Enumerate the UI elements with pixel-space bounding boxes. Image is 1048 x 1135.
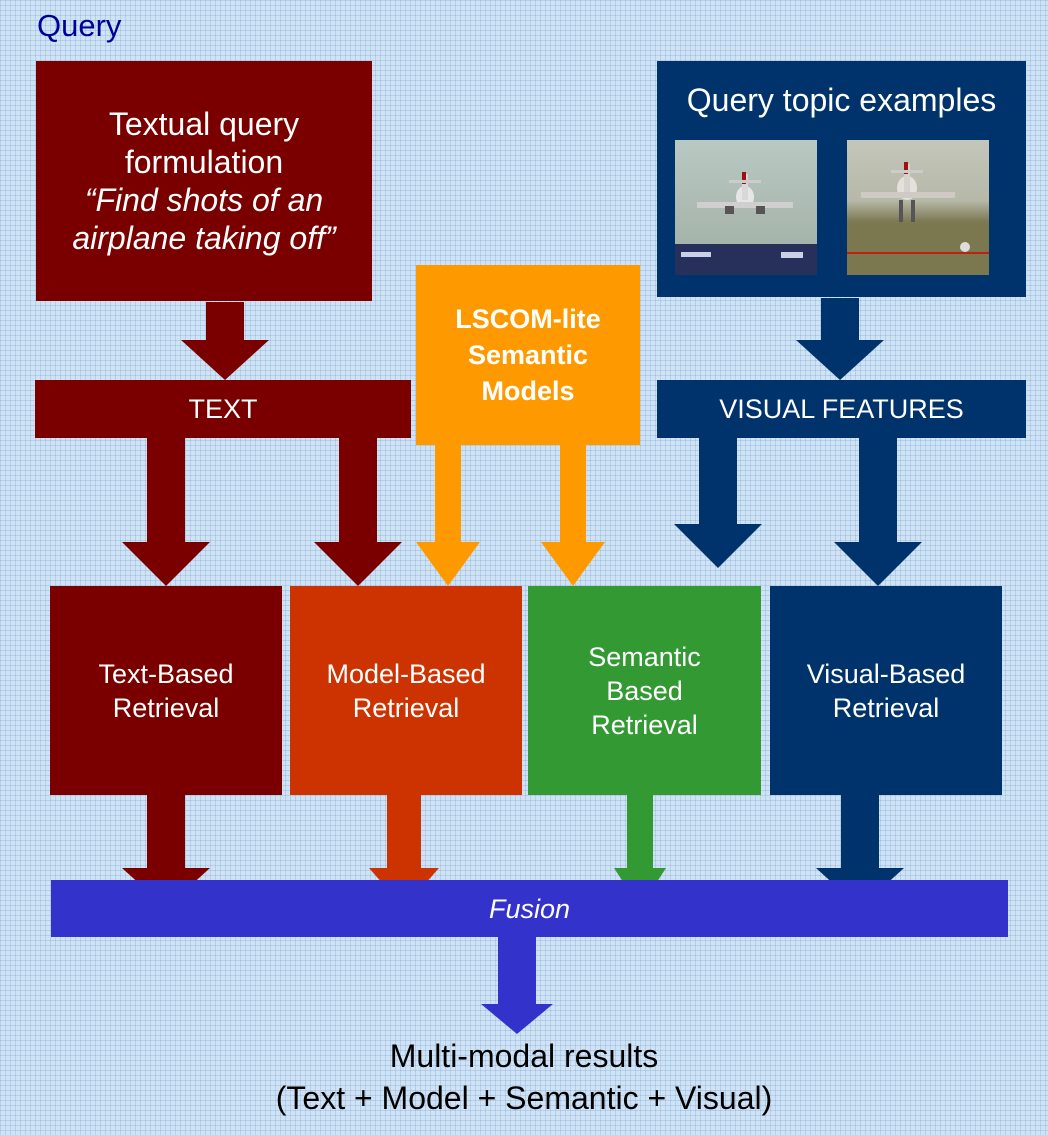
textual-query-title-1: Textual query: [108, 106, 300, 142]
results-line-1: Multi-modal results: [389, 1038, 659, 1074]
arrow-query-to-text: [181, 302, 269, 380]
textual-query-box: Textual query formulation “Find shots of…: [36, 61, 372, 301]
airplane-icon: [847, 162, 989, 275]
visual-features-bar: VISUAL FEATURES: [657, 380, 1026, 438]
semantic-based-retrieval-box: Semantic Based Retrieval: [528, 586, 761, 795]
query-quote-1: “Find shots of an: [84, 182, 324, 218]
arrow-visual-retrieval-to-fusion: [816, 795, 904, 908]
visual-based-retrieval-box: Visual-Based Retrieval: [770, 586, 1002, 795]
textual-query-title-2: formulation: [124, 144, 284, 180]
text-retrieval-line-1: Text-Based: [98, 658, 234, 689]
text-retrieval-line-2: Retrieval: [112, 692, 220, 723]
arrow-text-retrieval-to-fusion: [122, 795, 210, 908]
visual-retrieval-line-1: Visual-Based: [806, 658, 966, 689]
results-line-2: (Text + Model + Semantic + Visual): [275, 1080, 773, 1116]
arrow-text-to-text-retrieval: [122, 438, 210, 586]
fusion-bar: Fusion: [51, 880, 1008, 937]
model-based-retrieval-box: Model-Based Retrieval: [290, 586, 522, 795]
query-label: Query: [37, 8, 122, 43]
semantic-retrieval-line-1: Semantic: [588, 641, 701, 672]
arrow-visual-to-semantic-retrieval: [674, 438, 762, 568]
text-features-bar: TEXT: [35, 380, 411, 438]
arrow-models-to-semantic-retrieval: [541, 445, 605, 586]
visual-retrieval-line-2: Retrieval: [832, 692, 940, 723]
semantic-retrieval-line-2: Based: [606, 675, 683, 706]
arrow-semantic-retrieval-to-fusion: [614, 795, 666, 908]
topic-examples-box: Query topic examples: [657, 61, 1026, 297]
topic-examples-title: Query topic examples: [686, 82, 997, 118]
arrow-examples-to-visual: [796, 298, 884, 380]
model-retrieval-line-1: Model-Based: [326, 658, 486, 689]
arrow-text-to-model-retrieval: [314, 438, 402, 586]
arrow-models-to-model-retrieval: [416, 445, 480, 586]
semantic-models-line-1: LSCOM-lite: [455, 304, 601, 334]
model-retrieval-line-2: Retrieval: [352, 692, 460, 723]
airplane-frame-1: [675, 140, 817, 275]
semantic-models-line-2: Semantic: [467, 340, 589, 370]
airplane-frame-2: [847, 140, 989, 275]
semantic-models-line-3: Models: [481, 376, 575, 406]
arrow-model-retrieval-to-fusion: [369, 795, 439, 908]
semantic-models-box: LSCOM-lite Semantic Models: [416, 265, 640, 445]
results-caption: Multi-modal results (Text + Model + Sema…: [0, 1035, 1048, 1119]
arrow-fusion-to-results: [481, 937, 553, 1034]
arrow-visual-to-visual-retrieval: [834, 438, 922, 586]
semantic-retrieval-line-3: Retrieval: [591, 709, 698, 740]
text-based-retrieval-box: Text-Based Retrieval: [50, 586, 282, 795]
airplane-icon: [675, 172, 817, 275]
query-quote-2: airplane taking off”: [72, 220, 336, 256]
